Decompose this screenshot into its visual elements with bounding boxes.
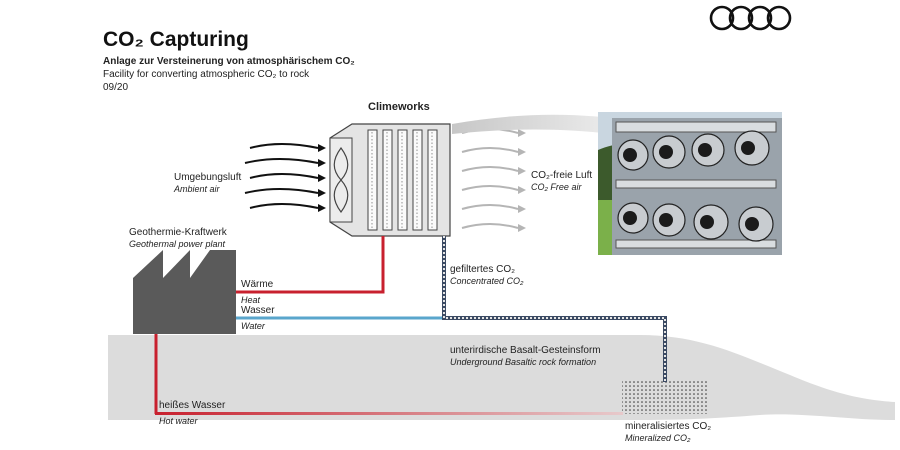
basalt-label-en: Underground Basaltic rock formation (450, 357, 597, 367)
date-label: 09/20 (103, 82, 129, 93)
co2-free-air-label-de: CO₂-freie Luft (531, 170, 593, 181)
factory-icon (133, 250, 236, 334)
co2-free-air-arrows (461, 128, 526, 232)
page-title: CO₂ Capturing (103, 28, 249, 51)
geothermal-label-de: Geothermie-Kraftwerk (129, 227, 227, 238)
ambient-air-label-de: Umgebungsluft (174, 172, 242, 183)
climeworks-photo (598, 112, 782, 255)
filtered-co2-label-de: gefiltertes CO₂ (450, 264, 516, 275)
water-label-de: Wasser (241, 305, 275, 316)
heat-pipe (236, 236, 385, 294)
hot-water-label-de: heißes Wasser (159, 400, 226, 411)
duct-to-photo (452, 114, 640, 134)
mineralized-co2-label-de: mineralisiertes CO₂ (625, 421, 712, 432)
subtitle-english: Facility for converting atmospheric CO₂ … (103, 69, 310, 80)
heat-label-de: Wärme (241, 279, 274, 290)
geothermal-label-en: Geothermal power plant (129, 239, 226, 249)
audi-logo (709, 5, 792, 31)
hot-water-label-en: Hot water (159, 416, 198, 426)
ambient-air-arrows (244, 143, 326, 212)
mineralized-co2-zone (622, 380, 708, 414)
filtered-co2-label-en: Concentrated CO₂ (450, 276, 524, 286)
mineralized-co2-label-en: Mineralized CO₂ (625, 433, 691, 443)
heat-label-en: Heat (241, 295, 261, 305)
fan-icon (333, 146, 349, 214)
hot-water-pipe (155, 412, 623, 415)
climeworks-unit (329, 123, 451, 237)
water-label-en: Water (241, 321, 265, 331)
co2-pipe (442, 236, 667, 382)
ambient-air-label-en: Ambient air (174, 184, 220, 194)
climeworks-label: Climeworks (368, 101, 430, 113)
basalt-label-de: unterirdische Basalt-Gesteinsform (450, 345, 601, 356)
co2-free-air-label-en: CO₂ Free air (531, 182, 582, 192)
subtitle-german: Anlage zur Versteinerung von atmosphäris… (103, 56, 355, 67)
